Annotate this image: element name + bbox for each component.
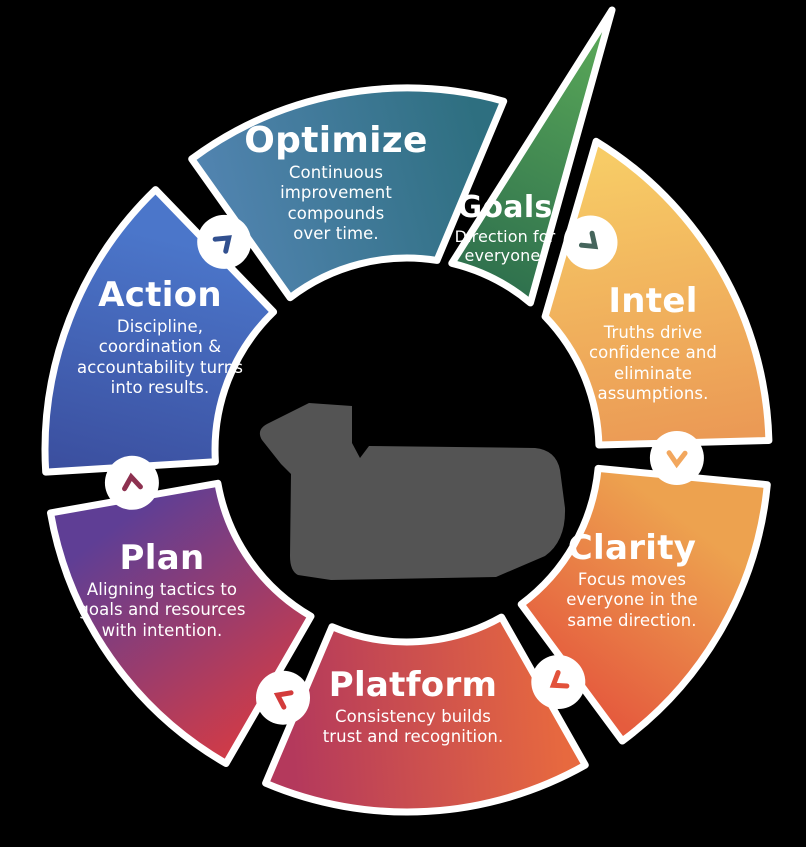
chevron-icon [273, 690, 294, 710]
connector-action-optimize-circle [197, 214, 252, 269]
chevron-icon [578, 230, 599, 250]
connector-platform-plan [256, 670, 310, 725]
connector-goals-intel [563, 215, 618, 270]
chevron-icon [666, 450, 688, 469]
chevron-icon [212, 235, 232, 254]
connector-intel-clarity-circle [649, 431, 704, 485]
connector-clarity-platform-circle [531, 655, 586, 709]
chevron-icon [122, 472, 143, 492]
connector-intel-clarity [649, 431, 704, 485]
segment-plan-shape [47, 479, 315, 767]
segment-goals-shape [448, 6, 616, 307]
segment-intel-shape [541, 137, 773, 449]
segment-optimize-shape [188, 84, 508, 302]
connector-plan-action-circle [104, 455, 159, 510]
connector-platform-plan-circle [256, 670, 310, 725]
connector-goals-intel-circle [563, 215, 618, 270]
connector-clarity-platform [531, 655, 586, 709]
connector-plan-action [104, 455, 159, 510]
segment-platform-shape [262, 613, 589, 816]
connector-action-optimize [197, 214, 252, 269]
center-logo-silhouette [259, 403, 566, 580]
chevron-icon [549, 670, 570, 689]
